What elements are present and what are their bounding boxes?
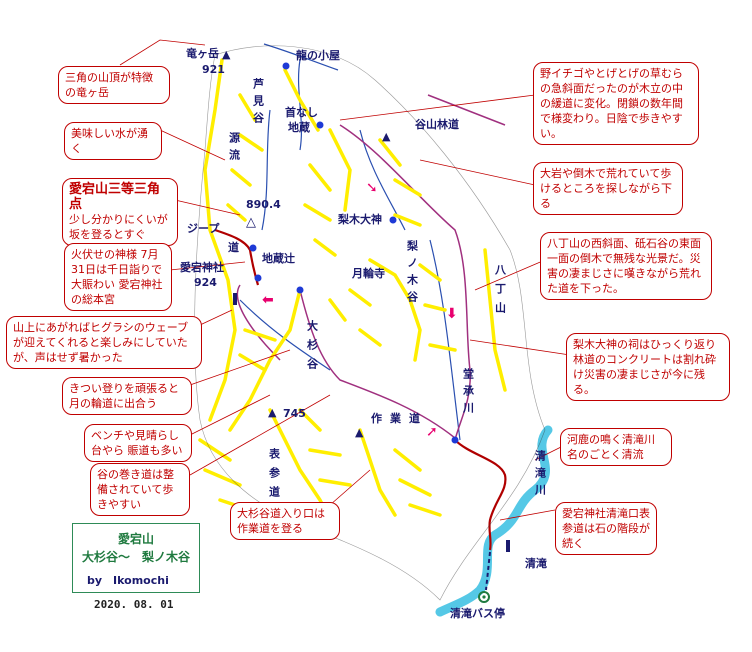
note-hatchoyama-slope: 八丁山の西斜面、砥石谷の東面一面の倒木で無残な光景だ。災害の凄まじさに嘆きながら…	[540, 232, 712, 300]
bus-stop-marker	[482, 595, 486, 599]
ridges	[198, 58, 507, 522]
label-ryu-no-koya: 龍の小屋	[296, 48, 340, 62]
hut-marker	[506, 540, 510, 552]
point	[451, 436, 459, 444]
note-steep-climb: きつい登りを頑張ると月の輪道に出合う	[62, 377, 192, 415]
label-hatchoyama: 八丁山	[494, 264, 508, 321]
svg-text:⬇: ⬇	[446, 306, 458, 322]
label-elevation-745: 745	[283, 407, 306, 420]
label-bus-stop: 清滝バス停	[450, 606, 505, 620]
stream	[261, 59, 461, 441]
bus-stop-marker	[478, 591, 490, 603]
label-jizo: 地蔵	[288, 120, 310, 134]
note-higurashi: 山上にあがればヒグラシのウェーブが迎えてくれると楽しみにしていたが、声はせず暑か…	[6, 316, 202, 369]
label-jeep: ジープ	[187, 221, 220, 235]
point	[282, 62, 290, 70]
svg-text:➘: ➘	[366, 180, 378, 196]
map-outline	[194, 45, 546, 601]
summit-marker: ▲	[222, 48, 231, 61]
hiking-trail	[454, 439, 507, 551]
note-triangulation: 愛宕山三等三角点少し分かりにくいが坂を登るとすぐ	[62, 178, 178, 246]
label-kiyotaki: 清滝	[525, 556, 547, 570]
label-ryugatake-elevation: 921	[202, 63, 225, 76]
note-bench: ベンチや見晴らし台やら 賑道も多い	[84, 424, 192, 462]
point	[249, 244, 257, 252]
note-wild-strawberry: 野イチゴやとげとげの草むらの急斜面だったのが木立の中の緩道に変化。閉鎖の数年間で…	[533, 62, 699, 145]
hut-marker	[233, 293, 237, 305]
label-ryugatake: 竜ヶ岳	[186, 46, 219, 60]
label-dojogawa: 堂承川	[462, 367, 476, 419]
summit-marker: ▲	[382, 130, 391, 143]
label-tsukiwadera: 月輪寺	[351, 266, 385, 280]
label-genryu: 源流	[228, 131, 241, 166]
note-valley-path: 谷の巻き道は整備されていて歩きやすい	[90, 463, 190, 516]
label-nashinoki-daijin: 梨木大神	[337, 212, 382, 226]
kiyotaki-river	[435, 425, 553, 617]
label-jeep-michi: 道	[228, 240, 239, 254]
summit-marker: ▲	[355, 426, 364, 439]
title-author: by Ikomochi	[87, 574, 169, 587]
svg-text:⬅: ⬅	[262, 292, 274, 308]
title-line1: 愛宕山	[117, 532, 154, 546]
label-kiyotakigawa: 清滝川	[534, 449, 548, 501]
hiking-trail	[214, 228, 260, 286]
forest-road	[236, 94, 506, 441]
title-line2: 大杉谷〜 梨ノ木谷	[81, 550, 190, 564]
note-atago-jinja: 火伏せの神様 7月31日は千日詣りで大賑わい 愛宕神社の総本宮	[64, 243, 172, 311]
label-kubinashi: 首なし	[285, 105, 318, 119]
direction-arrows: ➘ ⬇ ➚ ⬅	[262, 180, 458, 440]
note-ryugatake: 三角の山頂が特徴の竜ヶ岳	[58, 66, 170, 104]
label-omotesando: 表参道	[268, 447, 282, 505]
label-elevation-890: 890.4	[246, 198, 281, 211]
note-osugidani-entrance: 大杉谷道入り口は作業道を登る	[230, 502, 340, 540]
title-box: 愛宕山 大杉谷〜 梨ノ木谷 by Ikomochi	[72, 523, 200, 593]
label-ashimidani: 芦見谷	[252, 77, 266, 129]
summit-marker: ▲	[268, 406, 277, 419]
label-atago-jinja: 愛宕神社	[180, 260, 224, 274]
point	[296, 286, 304, 294]
label-jizotsuji: 地蔵辻	[262, 251, 295, 265]
date-text: 2020. 08. 01	[94, 598, 174, 611]
note-water: 美味しい水が湧く	[64, 122, 162, 160]
point	[254, 274, 262, 282]
point	[316, 121, 324, 129]
note-boulders: 大岩や倒木で荒れていて歩けるところを探しながら下る	[533, 162, 683, 215]
stairway	[485, 551, 491, 591]
label-sagyodo: 作業道	[371, 411, 428, 425]
triangulation-marker: △	[246, 215, 256, 230]
label-atago-elevation: 924	[194, 276, 217, 289]
note-nashinoki-shrine: 梨木大神の祠はひっくり返り林道のコンクリートは割れ砕け災害の凄まじさが今に残る。	[566, 333, 730, 401]
point	[389, 216, 397, 224]
label-taniyama-rindo: 谷山林道	[415, 117, 459, 131]
label-osugidani: 大杉谷	[306, 319, 319, 377]
note-omotesando-stairs: 愛宕神社清滝口表参道は石の階段が続く	[555, 502, 657, 555]
note-kajika: 河鹿の鳴く清滝川名のごとく清流	[560, 428, 672, 466]
label-nashinokidani: 梨ノ木谷	[406, 239, 420, 308]
pointer-lines	[119, 39, 571, 521]
svg-text:➚: ➚	[426, 424, 438, 440]
